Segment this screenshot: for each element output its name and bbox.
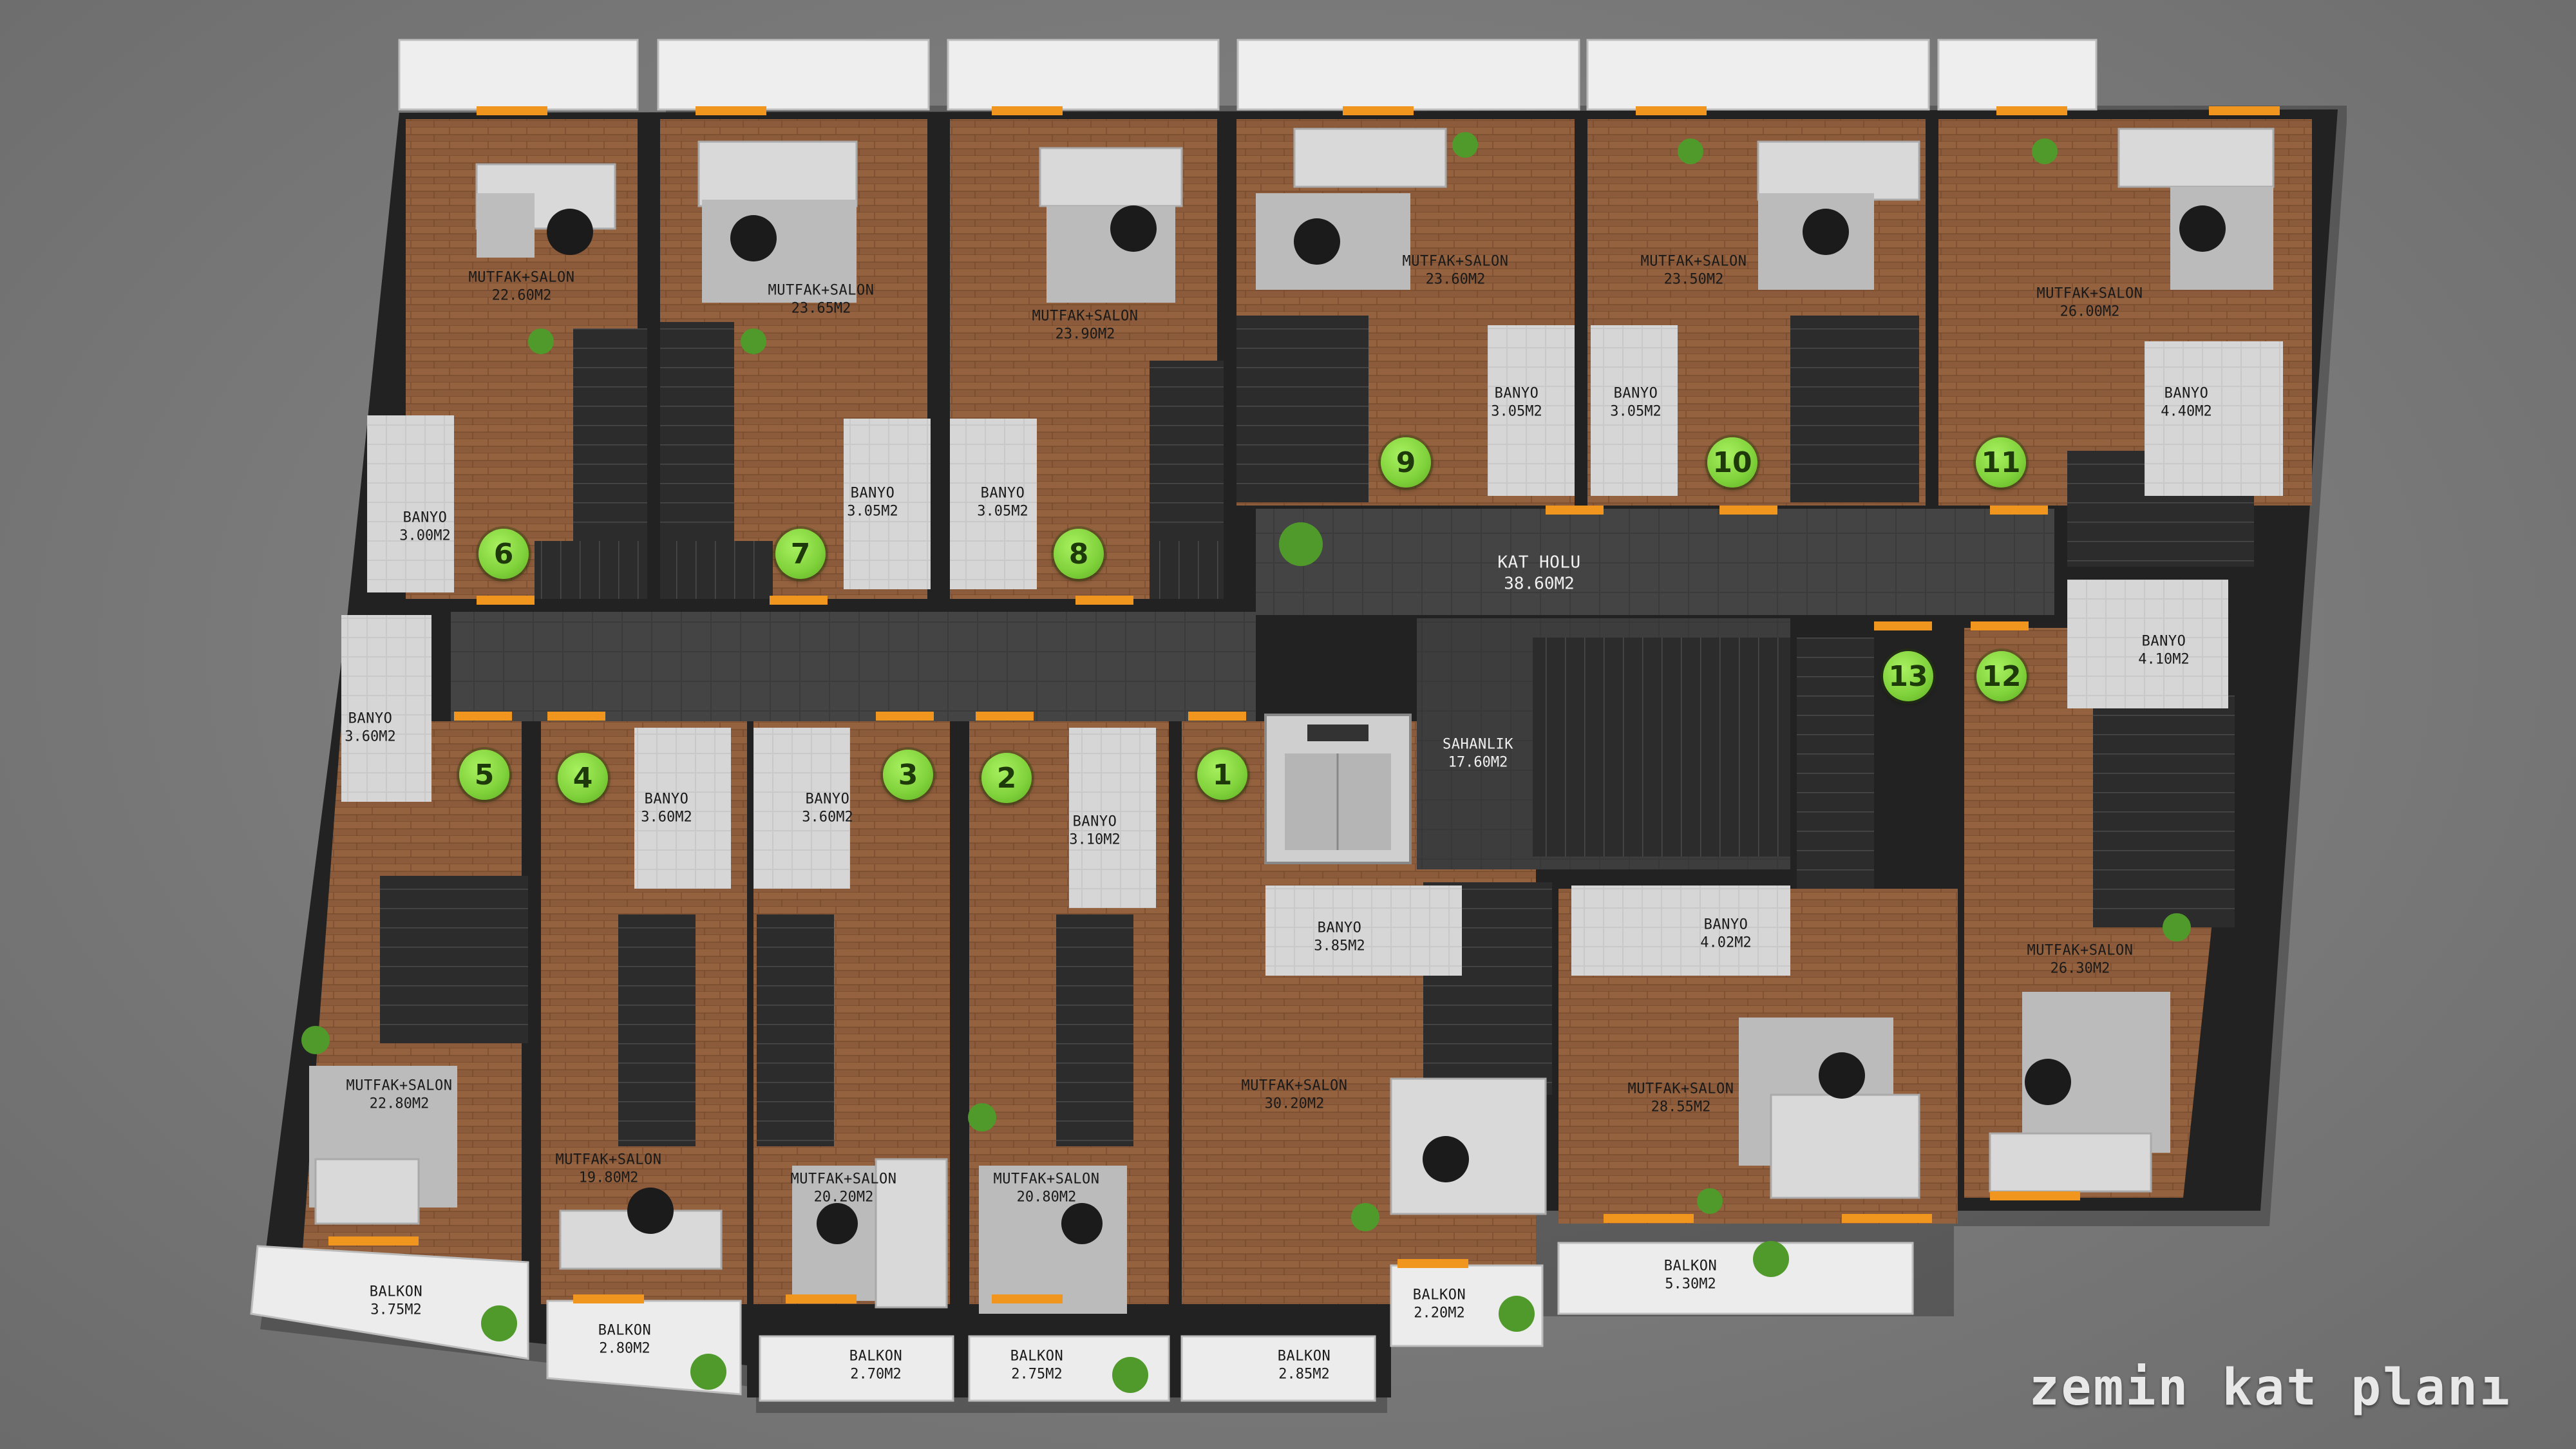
unit-badge: 6 <box>478 529 529 579</box>
unit-badge: 8 <box>1054 529 1104 579</box>
unit-badge: 11 <box>1976 437 2026 488</box>
furniture <box>309 128 2275 1314</box>
unit-badge: 5 <box>459 750 509 800</box>
stairs <box>380 316 2254 1146</box>
unit-badge: 4 <box>558 753 608 803</box>
plan-title: zemin kat planı <box>2029 1359 2512 1417</box>
bathrooms <box>341 325 2283 976</box>
elevator <box>1264 714 1412 864</box>
unit-badge: 10 <box>1707 437 1757 488</box>
unit-badge: 9 <box>1381 437 1431 488</box>
unit-badge: 13 <box>1883 651 1933 701</box>
unit-badge: 3 <box>883 750 933 800</box>
doors <box>328 106 2280 1303</box>
unit-badge: 7 <box>775 529 826 579</box>
unit-badge: 12 <box>1976 651 2027 701</box>
top-balconies <box>398 39 2098 111</box>
unit-badge: 1 <box>1197 750 1247 800</box>
plants <box>301 132 2191 1393</box>
unit-badge: 2 <box>981 753 1032 803</box>
